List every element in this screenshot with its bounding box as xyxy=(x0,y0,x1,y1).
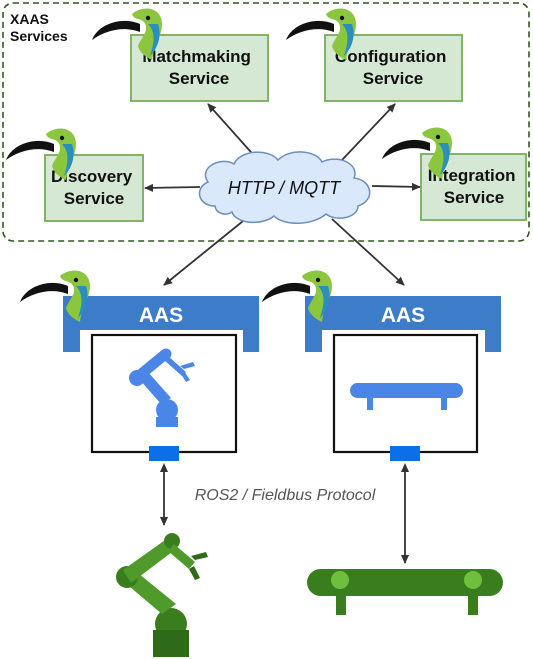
arrow-cloud-to-configuration xyxy=(341,103,396,161)
bird-logo-icon xyxy=(382,127,452,179)
svg-text:Matchmaking Service: Matchmaking Service xyxy=(142,47,255,88)
arrow-cloud-to-right-aas xyxy=(331,218,405,286)
conveyor-digital-icon xyxy=(350,383,463,410)
arrow-cloud-to-discovery xyxy=(144,183,201,192)
bird-logo-icon xyxy=(286,8,356,60)
conveyor-physical-icon xyxy=(307,569,503,615)
xaas-services-group xyxy=(2,2,530,242)
arrow-cloud-to-left-aas xyxy=(163,216,249,286)
svg-text:AAS: AAS xyxy=(381,304,425,327)
robot-arm-digital-icon xyxy=(129,348,195,427)
integration-service: Integration Service xyxy=(420,153,527,221)
right-connector xyxy=(390,446,420,461)
right-aas-shell: AAS xyxy=(305,296,501,352)
svg-text:Configuration Service: Configuration Service xyxy=(335,47,451,88)
http-mqtt-cloud xyxy=(198,151,371,224)
svg-text:Integration Service: Integration Service xyxy=(428,166,521,207)
arrow-cloud-to-integration xyxy=(371,182,421,191)
robot-arm-physical-icon xyxy=(116,533,208,657)
left-connector xyxy=(149,446,179,461)
left-aas-shell: AAS xyxy=(63,296,259,352)
cloud-label: HTTP / MQTT xyxy=(228,178,342,198)
bird-logo-icon xyxy=(262,270,332,322)
bird-logo-icon xyxy=(92,8,162,60)
protocol-label: ROS2 / Fieldbus Protocol xyxy=(195,487,376,504)
xaas-group-title: XAAS Services xyxy=(10,11,68,44)
svg-text:AAS: AAS xyxy=(139,304,183,327)
svg-text:Discovery Service: Discovery Service xyxy=(51,167,137,208)
arrow-cloud-to-matchmaking xyxy=(207,103,259,161)
bird-logo-icon xyxy=(6,128,76,180)
bird-logo-icon xyxy=(20,270,90,322)
